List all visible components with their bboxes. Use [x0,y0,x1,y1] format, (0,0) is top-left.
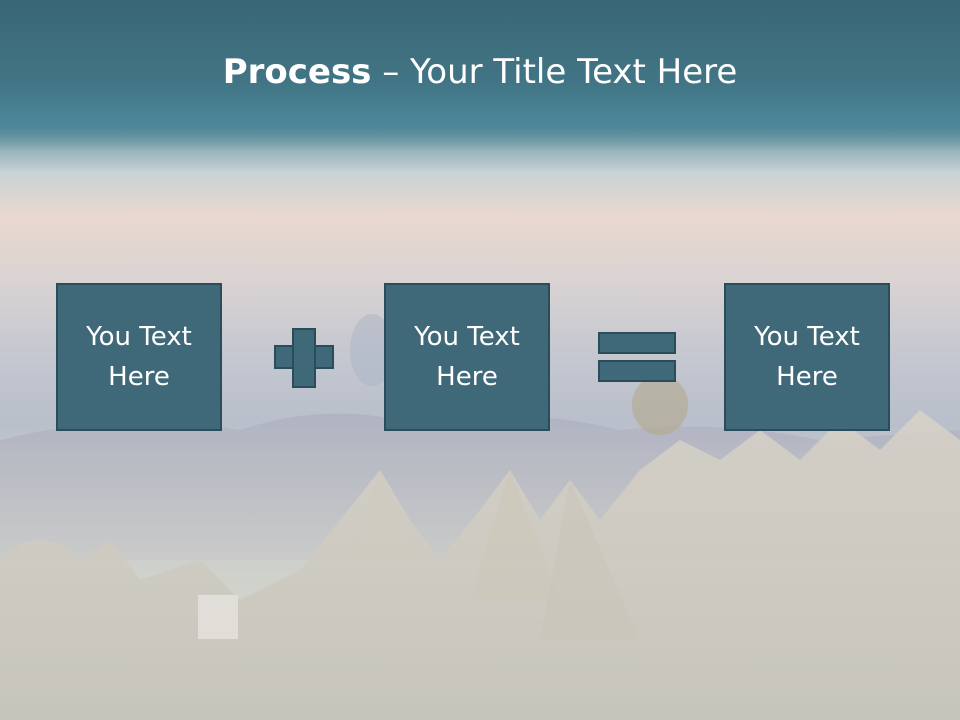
title-rest-text: – Your Title Text Here [371,52,738,92]
slide-title[interactable]: Process – Your Title Text Here [0,52,960,92]
process-box-1-label: You Text Here [86,322,192,392]
process-box-3[interactable]: You Text Here [724,283,890,431]
process-box-2[interactable]: You Text Here [384,283,550,431]
process-box-1[interactable]: You Text Here [56,283,222,431]
process-box-2-label: You Text Here [414,322,520,392]
process-box-3-label: You Text Here [754,322,860,392]
title-bold-text: Process [222,52,372,92]
title-bar: Process – Your Title Text Here [0,0,960,150]
